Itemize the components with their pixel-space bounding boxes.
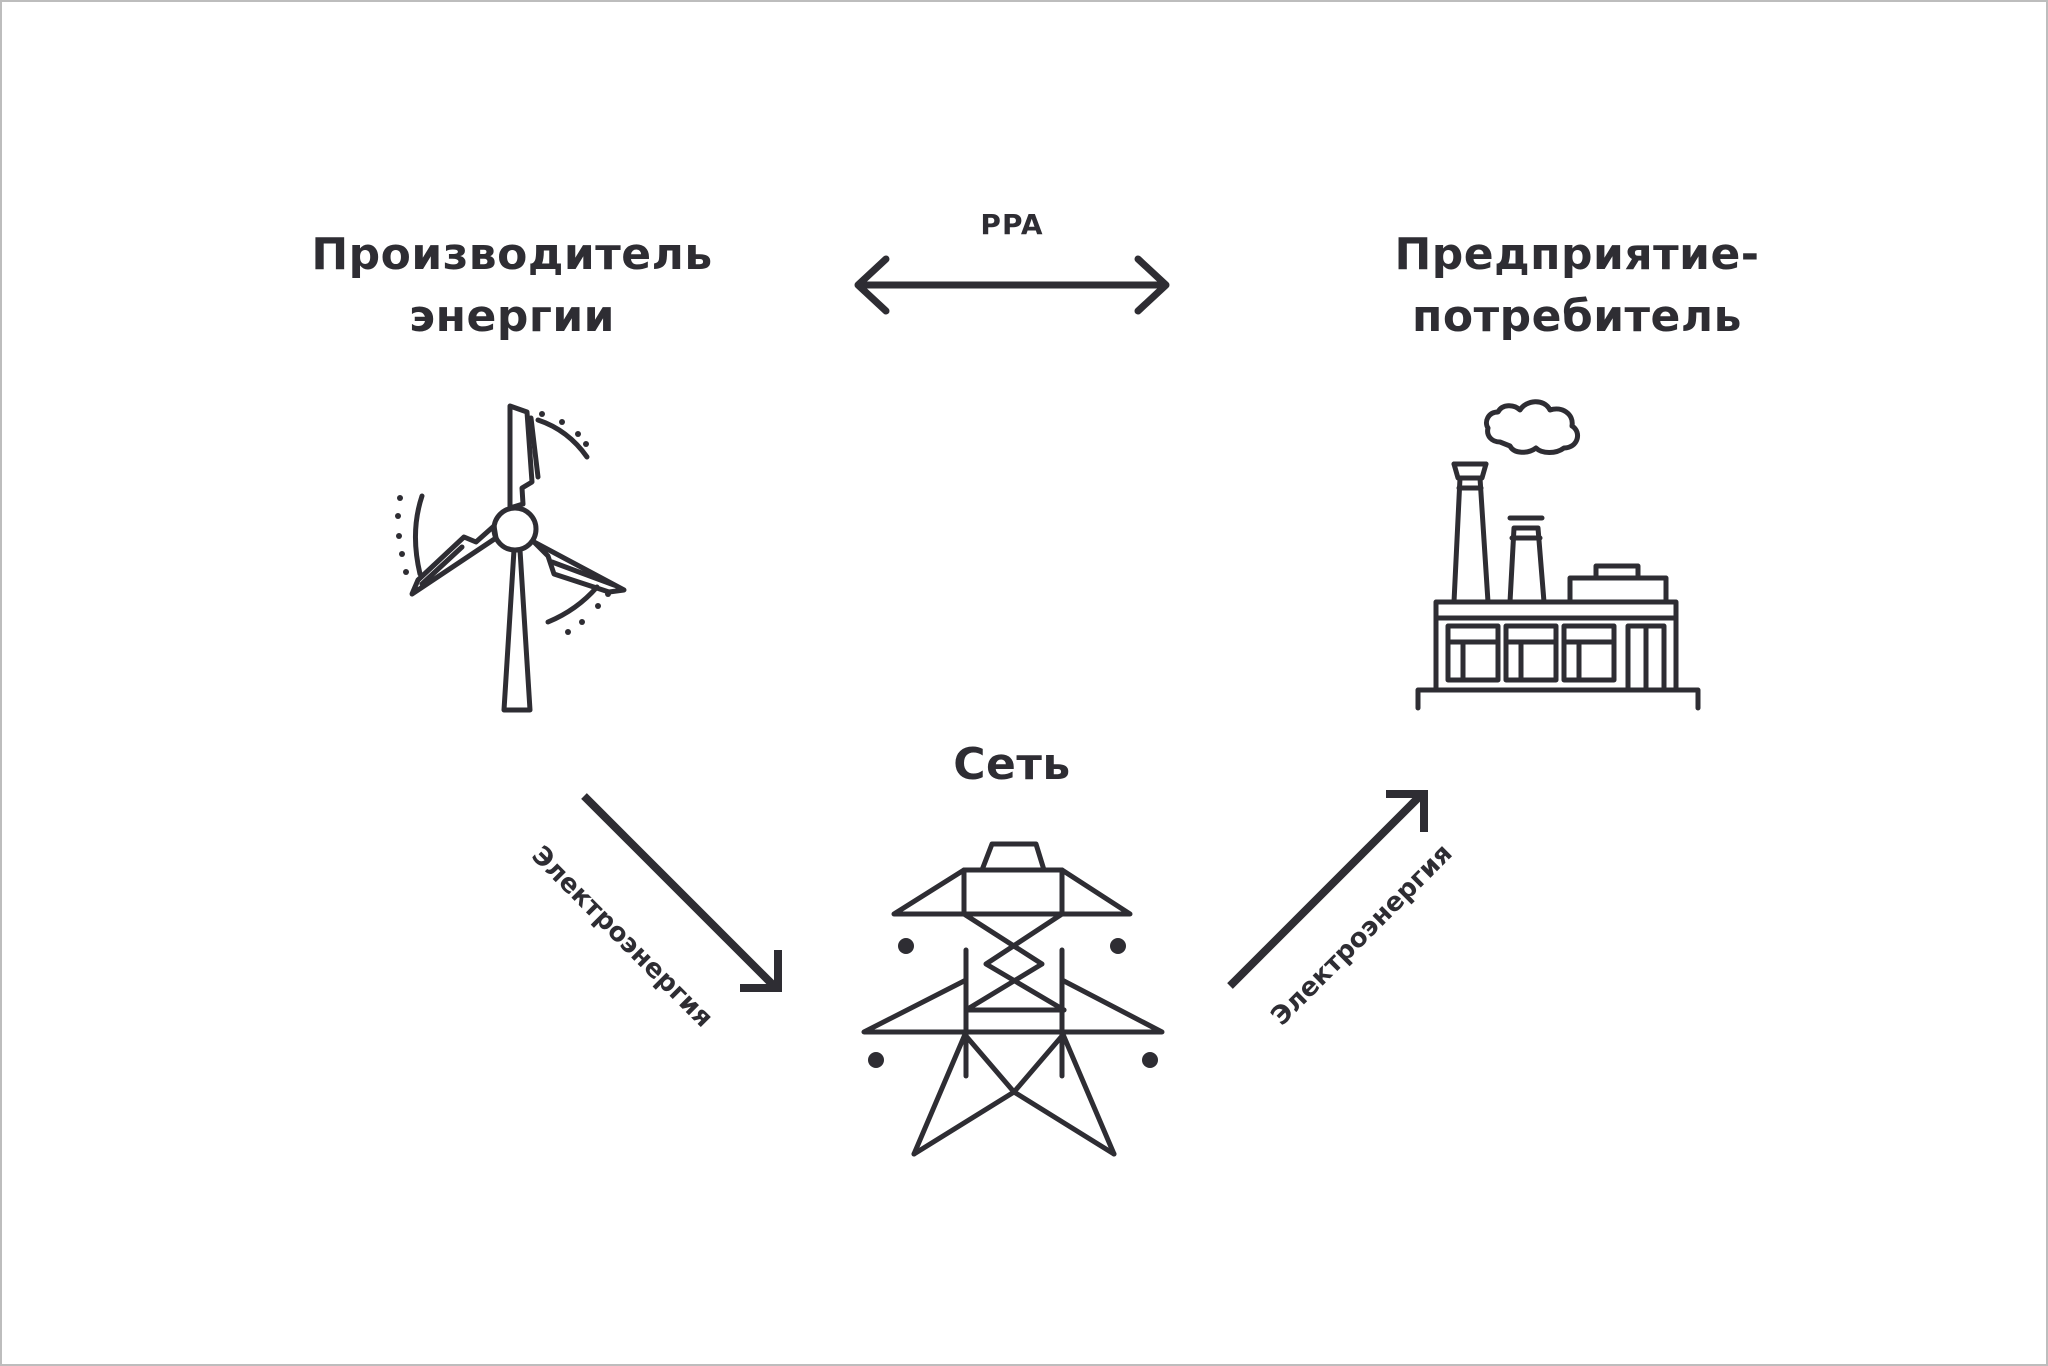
pylon-lattice-1 bbox=[961, 911, 1045, 1013]
turbine-blade-up-detail bbox=[528, 415, 541, 480]
pylon-leg-right bbox=[1059, 1029, 1117, 1157]
chimney-tall-cap-left bbox=[1451, 461, 1461, 481]
grid-title-text: Сеть bbox=[953, 739, 1071, 790]
double-arrow-icon bbox=[854, 255, 1170, 315]
turbine-blade-up bbox=[507, 403, 535, 511]
chimney-tall bbox=[1451, 475, 1491, 605]
roof-annex bbox=[1567, 575, 1669, 605]
flow-arrow-to-consumer-shaft bbox=[1227, 793, 1423, 989]
flow-arrow-to-consumer bbox=[1227, 790, 1428, 989]
pylon-brace-right bbox=[1011, 1033, 1117, 1157]
grid-title: Сеть bbox=[902, 734, 1122, 796]
factory-ground bbox=[1415, 687, 1701, 711]
pylon-cap bbox=[979, 841, 1047, 873]
power-pylon-icon bbox=[861, 841, 1165, 1157]
pylon-lattice-2 bbox=[983, 911, 1067, 1013]
turbine-hub bbox=[491, 505, 539, 553]
smoke-cloud bbox=[1483, 399, 1581, 455]
pylon-leg-left bbox=[911, 1029, 969, 1157]
producer-title: Производитель энергии bbox=[292, 224, 732, 348]
turbine-blade-left bbox=[409, 523, 499, 597]
consumer-title: Предприятие- потребитель bbox=[1357, 224, 1797, 348]
turbine-motion-arc-top bbox=[535, 417, 590, 460]
flow-arrow-to-grid bbox=[581, 793, 782, 992]
factory-window-1 bbox=[1445, 623, 1501, 683]
pylon-upper-arm bbox=[891, 867, 1133, 917]
factory-icon bbox=[1415, 399, 1701, 711]
producer-title-line1: Производитель bbox=[311, 229, 713, 280]
ppa-arrow-head-right bbox=[1134, 255, 1170, 315]
pylon-insulators bbox=[868, 938, 1158, 1068]
pylon-lower-arm bbox=[861, 977, 1165, 1035]
turbine-motion-dots bbox=[395, 411, 611, 635]
pylon-top-box bbox=[961, 867, 1065, 917]
factory-window-2 bbox=[1503, 623, 1559, 683]
turbine-motion-arc-left bbox=[412, 493, 425, 577]
turbine-tower bbox=[501, 547, 533, 713]
roof-annex-top bbox=[1593, 563, 1641, 581]
ppa-arrow-head-left bbox=[854, 255, 890, 315]
flow-arrow-to-grid-shaft bbox=[581, 793, 777, 989]
turbine-blade-left-detail bbox=[419, 544, 465, 587]
wind-turbine-icon bbox=[395, 403, 627, 713]
turbine-blade-right-detail bbox=[549, 559, 617, 588]
flow-arrow-to-grid-head bbox=[740, 950, 782, 992]
factory-window-3 bbox=[1561, 623, 1617, 683]
turbine-motion-arc-right bbox=[545, 584, 600, 625]
ppa-label: PPA bbox=[980, 208, 1044, 241]
flow-arrow-to-consumer-head bbox=[1386, 790, 1428, 832]
consumer-title-line2: потребитель bbox=[1412, 291, 1742, 342]
chimney-tall-cap-right bbox=[1479, 461, 1489, 481]
consumer-title-line1: Предприятие- bbox=[1394, 229, 1760, 280]
producer-title-line2: энергии bbox=[409, 291, 615, 342]
